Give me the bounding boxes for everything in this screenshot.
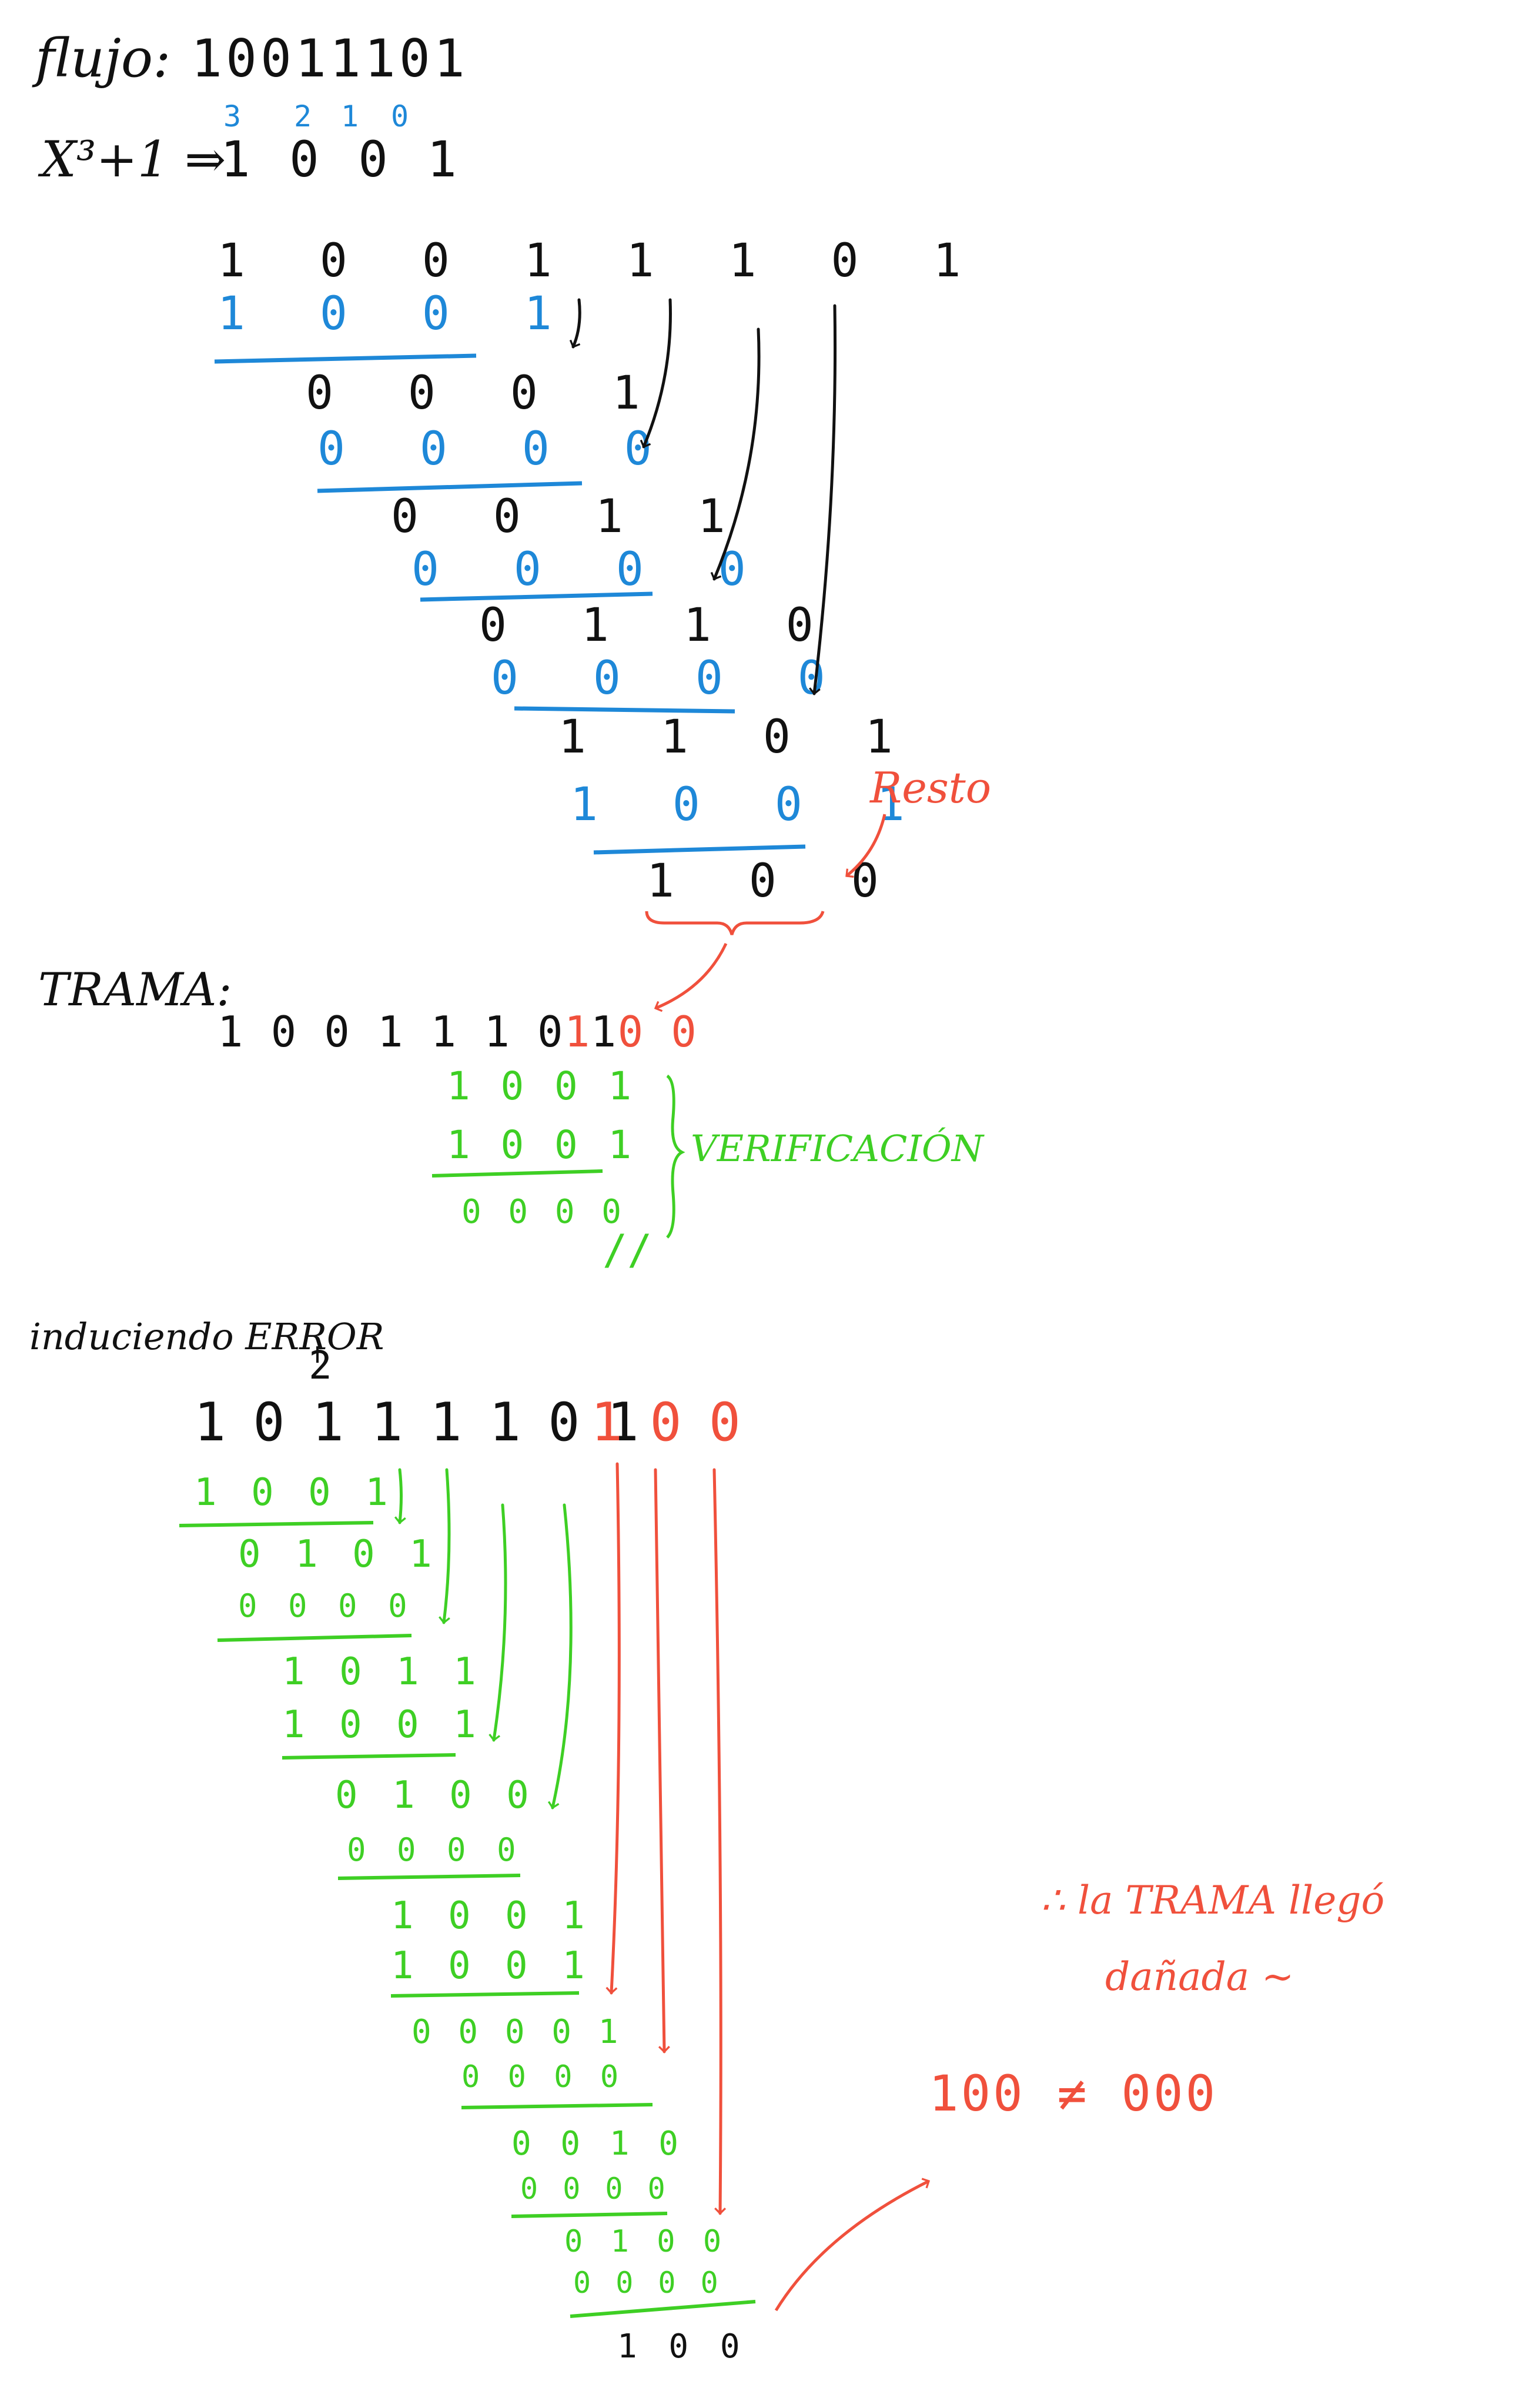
error-bit-position: 2	[309, 1343, 332, 1388]
remainder-row: 1 1 0 1	[558, 711, 916, 764]
trama-data-bits: 1 0 0 1 1 1 0 1	[218, 1007, 617, 1056]
division-row: 1 0 0 1	[391, 1944, 591, 1988]
division-1: 1 0 0 1 1 1 0 1 1 0 0 1 0 0 0 1 0 0 0 0 …	[214, 235, 984, 908]
division-row: 0 0 0 0	[238, 1587, 413, 1624]
rule-line	[390, 1991, 580, 1998]
bring-down-arrow	[710, 327, 761, 581]
division-row: 1 0 0 1	[282, 1703, 482, 1747]
rule-line	[217, 1634, 412, 1642]
division-row: 0 0 0 0	[573, 2266, 722, 2300]
division-row: 1 0 0 1	[194, 1471, 394, 1514]
brace-to-trama-arrow	[654, 942, 728, 1012]
bring-down-arrows	[569, 298, 837, 695]
divisor-row: 0 0 0 0	[317, 423, 675, 476]
division-row: 0 0 0 0	[520, 2172, 669, 2206]
resto-label: Resto	[869, 763, 991, 812]
verification-brace	[666, 1074, 685, 1239]
rule-line	[570, 2300, 756, 2318]
rule-line	[282, 1753, 456, 1760]
rule-line	[511, 2212, 668, 2218]
check-mark: //	[603, 1226, 652, 1274]
divisor-row: 1 0 0 1	[570, 778, 928, 831]
rule-line	[461, 2103, 653, 2109]
bring-down-arrow	[654, 1468, 670, 2054]
division-row: 0 0 0 0 1	[411, 2013, 621, 2051]
remainder-brace	[645, 911, 825, 935]
result-arrow	[774, 2178, 931, 2312]
rule-line	[431, 1169, 603, 1178]
degree-label-0: 0	[391, 99, 409, 133]
division-row: 1 0 1 1	[282, 1650, 482, 1694]
degree-label-2: 2	[294, 99, 312, 133]
degree-label-3: 3	[223, 99, 241, 133]
trama-crc-bits: 1 0 0	[564, 1007, 698, 1056]
flujo-value: 10011101	[191, 28, 469, 89]
division-row: 0 0 1 0	[511, 2125, 683, 2163]
degree-labels: 3 2 1 0	[223, 99, 409, 133]
bring-down-arrow	[489, 1503, 507, 1742]
verification-block: 1 0 0 1 1 0 0 1 0 0 0 0 //	[431, 1063, 652, 1274]
bring-down-arrow	[547, 1503, 573, 1810]
trama-label: TRAMA:	[38, 964, 232, 1016]
verification-row: 0 0 0 0	[461, 1193, 625, 1231]
rule-line	[420, 591, 653, 602]
divisor-row: 0 0 0 0	[411, 543, 769, 596]
error-section-title: induciendo ERROR	[29, 1315, 384, 1358]
corrupted-data-bits: 1 0 1 1 1 1 0 1	[194, 1392, 637, 1453]
remainder-row: 0 0 0 1	[306, 367, 664, 420]
corrupted-crc-bits: 1 0 0	[591, 1392, 738, 1453]
verification-row: 1 0 0 1	[447, 1122, 635, 1168]
verification-label: VERIFICACIÓN	[691, 1127, 985, 1170]
division-row: 0 0 0 0	[347, 1831, 522, 1868]
degree-label-1: 1	[341, 99, 359, 133]
green-bring-down-arrows	[394, 1468, 573, 1810]
remainder-row: 0 1 1 0	[479, 599, 837, 652]
resto-arrow	[845, 814, 886, 878]
dividend-row: 1 0 0 1 1 1 0 1	[218, 235, 984, 287]
final-remainder: 1 0 0	[617, 2327, 746, 2366]
division-row: 0 0 0 0	[461, 2059, 623, 2095]
division-row: 0 1 0 1	[238, 1533, 438, 1576]
remainder-row: 0 0 1 1	[391, 490, 749, 543]
generator-polynomial: X³+1 ⇒	[38, 131, 226, 188]
conclusion-line-2: dañada ~	[1105, 1954, 1294, 1999]
division-row: 0 1 0 0	[335, 1774, 535, 1817]
bring-down-arrow	[394, 1468, 406, 1524]
rule-line	[317, 481, 583, 493]
rule-line	[214, 353, 477, 364]
crc-remainder: 1 0 0	[647, 855, 902, 908]
divisor-row: 1 0 0 1	[218, 287, 576, 340]
division-row: 1 0 0 1	[391, 1894, 591, 1938]
bring-down-arrow	[712, 1468, 727, 2215]
bring-down-arrow	[808, 304, 837, 695]
bring-down-arrow	[569, 298, 581, 349]
conclusion-line-1: ∴ la TRAMA llegó	[1040, 1878, 1384, 1923]
generator-bits: 1 0 0 1	[220, 131, 461, 188]
bring-down-arrow	[640, 298, 672, 449]
rule-line	[179, 1521, 374, 1527]
rule-line	[593, 844, 806, 855]
rule-line	[514, 706, 735, 714]
bring-down-arrow	[605, 1462, 621, 1995]
remainder-comparison: 100 ≠ 000	[929, 2065, 1217, 2122]
bring-down-arrow	[439, 1468, 451, 1624]
division-row: 0 1 0 0	[564, 2224, 726, 2259]
verification-row: 1 0 0 1	[447, 1063, 635, 1109]
error-division: 1 0 0 1 0 1 0 1 0 0 0 0 1 0 1 1 1 0 0 1 …	[179, 1471, 756, 2366]
red-bring-down-arrows	[605, 1462, 727, 2215]
divisor-row: 0 0 0 0	[491, 652, 849, 705]
rule-line	[337, 1874, 521, 1880]
flujo-label: flujo:	[32, 28, 170, 89]
